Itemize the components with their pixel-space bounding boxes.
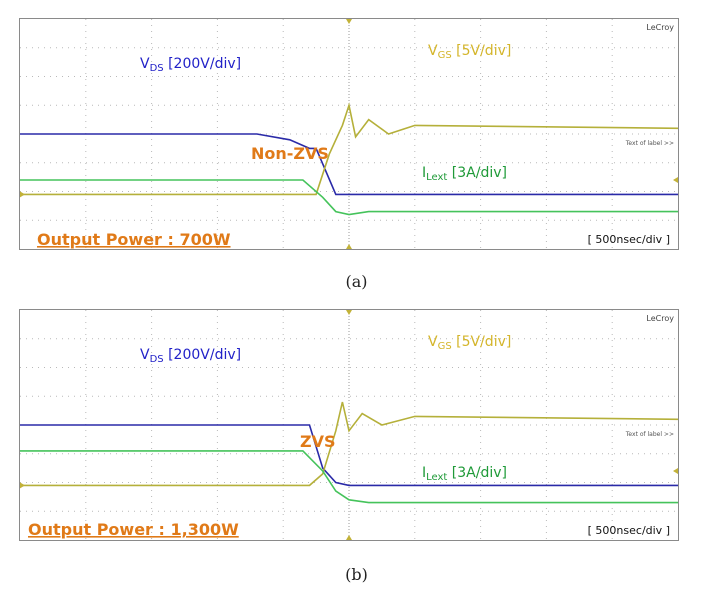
zvs-annotation: Non-ZVS xyxy=(251,144,329,163)
output-power-label: Output Power : 1,300W xyxy=(28,520,239,539)
output-power-label: Output Power : 700W xyxy=(37,230,231,249)
trace-label: Text of label >> xyxy=(625,431,674,438)
ilext-label: ILext [3A/div] xyxy=(422,465,507,483)
vds-label: VDS [200V/div] xyxy=(140,56,241,74)
trace-label: Text of label >> xyxy=(625,140,674,147)
trigger-marker-top xyxy=(346,19,352,24)
ground-marker-left xyxy=(20,191,25,198)
level-marker-right xyxy=(673,177,678,183)
caption-b: (b) xyxy=(345,565,368,584)
vgs-trace xyxy=(20,102,678,196)
timebase-label: [ 500nsec/div ] xyxy=(588,233,670,246)
zvs-annotation: ZVS xyxy=(300,432,336,451)
ilext-label: ILext [3A/div] xyxy=(422,165,507,183)
vgs-label: VGS [5V/div] xyxy=(428,334,511,352)
ground-marker-left xyxy=(20,482,25,489)
trigger-marker-bottom xyxy=(346,535,352,540)
ilext-trace xyxy=(20,450,678,504)
vgs-trace xyxy=(20,401,678,487)
trigger-marker-bottom xyxy=(346,244,352,249)
trigger-marker-top xyxy=(346,310,352,315)
level-marker-right xyxy=(673,468,678,474)
ilext-trace xyxy=(20,179,678,216)
brand-label: LeCroy xyxy=(646,23,674,32)
timebase-label: [ 500nsec/div ] xyxy=(588,524,670,537)
vds-trace xyxy=(20,424,678,487)
vds-trace xyxy=(20,133,678,196)
vgs-label: VGS [5V/div] xyxy=(428,43,511,61)
caption-a: (a) xyxy=(345,272,368,291)
vds-label: VDS [200V/div] xyxy=(140,347,241,365)
brand-label: LeCroy xyxy=(646,314,674,323)
